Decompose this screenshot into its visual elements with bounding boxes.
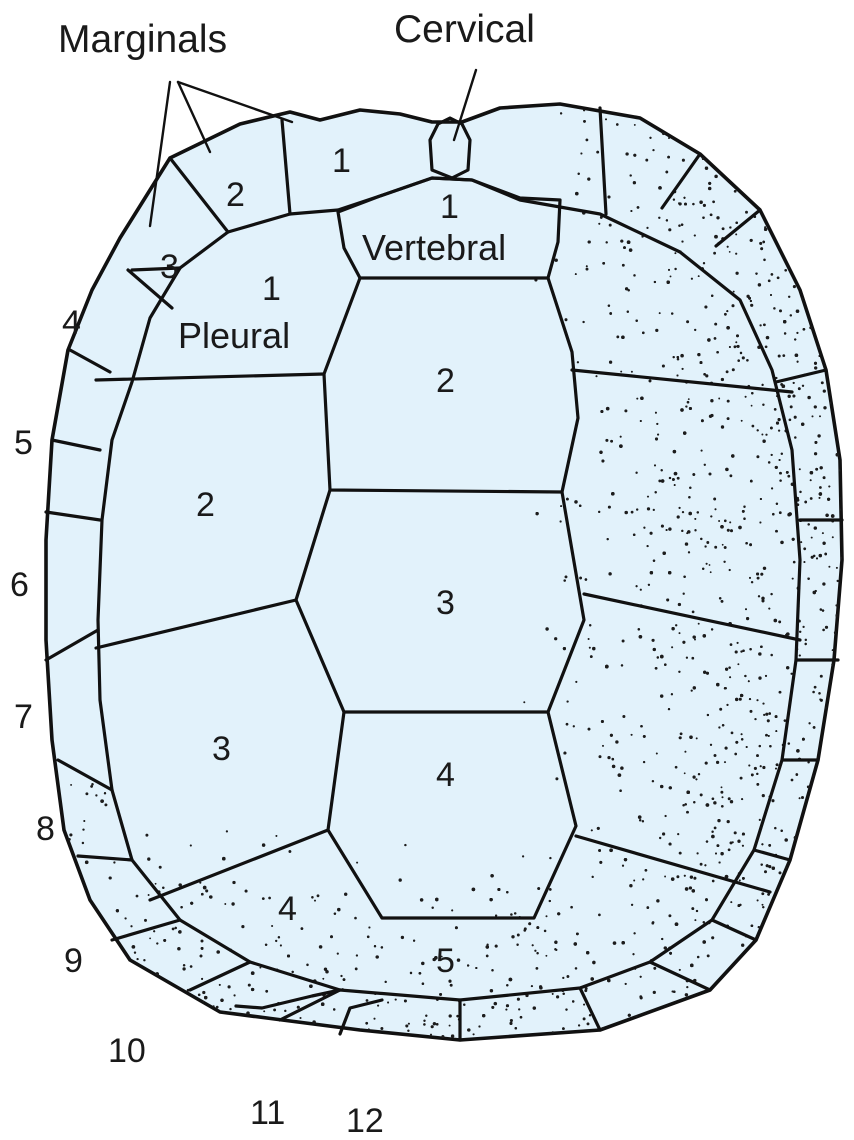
marginals-callout: Marginals [58, 18, 227, 61]
marginal-number-9: 9 [64, 942, 83, 980]
pleural-number-4: 4 [278, 890, 297, 928]
marginal-number-7: 7 [14, 698, 33, 736]
pleural-label: Pleural [178, 315, 290, 356]
pleural-number-1: 1 [262, 270, 281, 308]
vertebral-label: Vertebral [362, 227, 506, 268]
marginal-number-11: 11 [250, 1094, 285, 1132]
vertebral-number-5: 5 [436, 942, 455, 980]
marginal-number-8: 8 [36, 810, 55, 848]
cervical-callout: Cervical [394, 8, 535, 51]
marginal-number-1: 1 [332, 142, 351, 180]
marginal-number-3: 3 [160, 248, 179, 286]
marginal-number-5: 5 [14, 424, 33, 462]
marginal-number-4: 4 [62, 304, 81, 342]
marginal-number-2: 2 [226, 176, 245, 214]
vertebral-number-1: 1 [440, 188, 459, 226]
vertebral-number-4: 4 [436, 756, 455, 794]
marginal-number-12: 12 [346, 1102, 384, 1140]
marginal-number-6: 6 [10, 566, 29, 604]
pleural-number-3: 3 [212, 730, 231, 768]
vertebral-number-3: 3 [436, 584, 455, 622]
pleural-number-2: 2 [196, 486, 215, 524]
vertebral-number-2: 2 [436, 362, 455, 400]
marginal-number-10: 10 [108, 1032, 146, 1070]
